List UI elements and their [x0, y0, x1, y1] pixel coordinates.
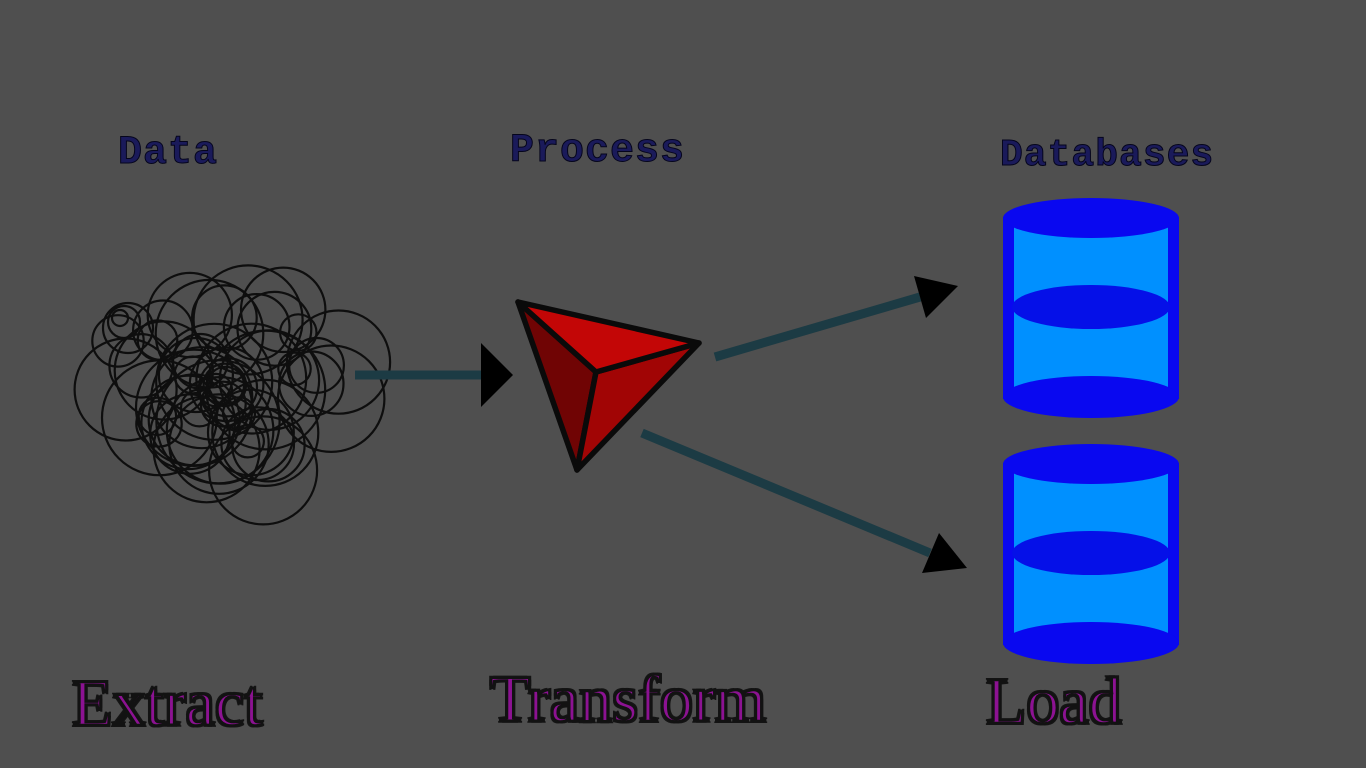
extract-label: Extract [71, 666, 264, 742]
data-label: Data [117, 131, 219, 177]
data-scribble-icon [73, 264, 392, 526]
extract-arrow-icon [355, 343, 513, 407]
database-cylinder-bottom-icon [1000, 441, 1182, 667]
tetrahedron-faces [515, 299, 702, 473]
process-label: Process [509, 129, 686, 175]
load-label: Load [985, 664, 1123, 740]
load-arrow-top-icon [713, 276, 958, 362]
database-cylinder-shape [1003, 444, 1179, 664]
load-arrow-bottom-icon [640, 428, 967, 573]
scribble-circles [73, 264, 392, 526]
database-cylinder-shape [1003, 198, 1179, 418]
database-cylinder-top-icon [1000, 195, 1182, 421]
tetrahedron-icon [505, 292, 710, 485]
transform-label: Transform [489, 662, 768, 738]
databases-label: Databases [999, 134, 1215, 178]
